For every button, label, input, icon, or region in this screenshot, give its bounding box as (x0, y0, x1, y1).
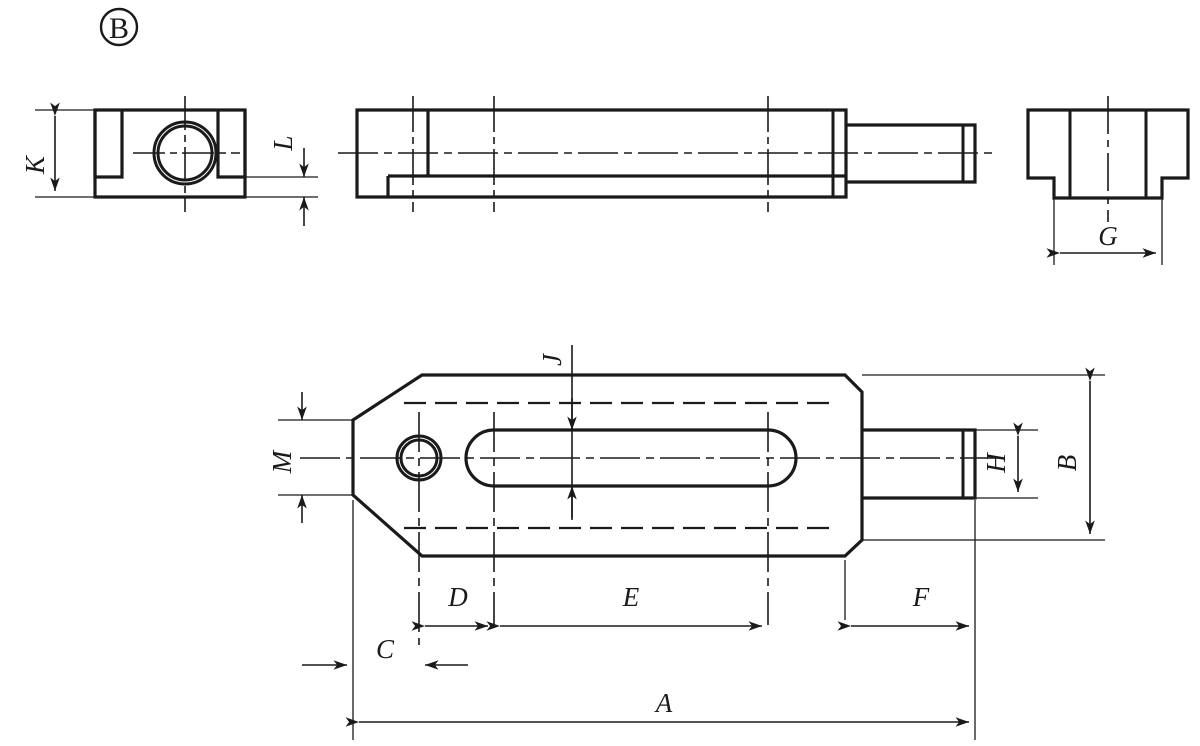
plan-view: J M H B D (267, 345, 1105, 740)
view-label-circle (99, 7, 139, 47)
dim-G-label: G (1098, 221, 1118, 251)
left-view-left-step (93, 110, 124, 179)
plan-view-stud-outline (862, 428, 977, 500)
dim-L-label: L (268, 135, 298, 151)
view-label-text: B (109, 12, 129, 45)
right-end-view: G (1026, 96, 1190, 265)
view-label-badge: B (99, 7, 139, 47)
dim-M-label: M (267, 449, 297, 474)
dim-C-label: C (376, 634, 395, 664)
dim-F-label: F (912, 582, 930, 612)
left-end-view: K L (20, 96, 318, 226)
dim-J-label: J (537, 352, 567, 366)
dim-H-label: H (981, 452, 1011, 474)
side-view-body-outline (355, 108, 848, 199)
dim-E-label: E (622, 582, 640, 612)
left-view-right-step (216, 110, 247, 179)
dim-D-label: D (447, 582, 468, 612)
dim-A-label: A (654, 688, 673, 718)
dim-B-label: B (1052, 455, 1082, 472)
dim-K-label: K (20, 154, 50, 175)
side-elevation-view (338, 96, 996, 212)
